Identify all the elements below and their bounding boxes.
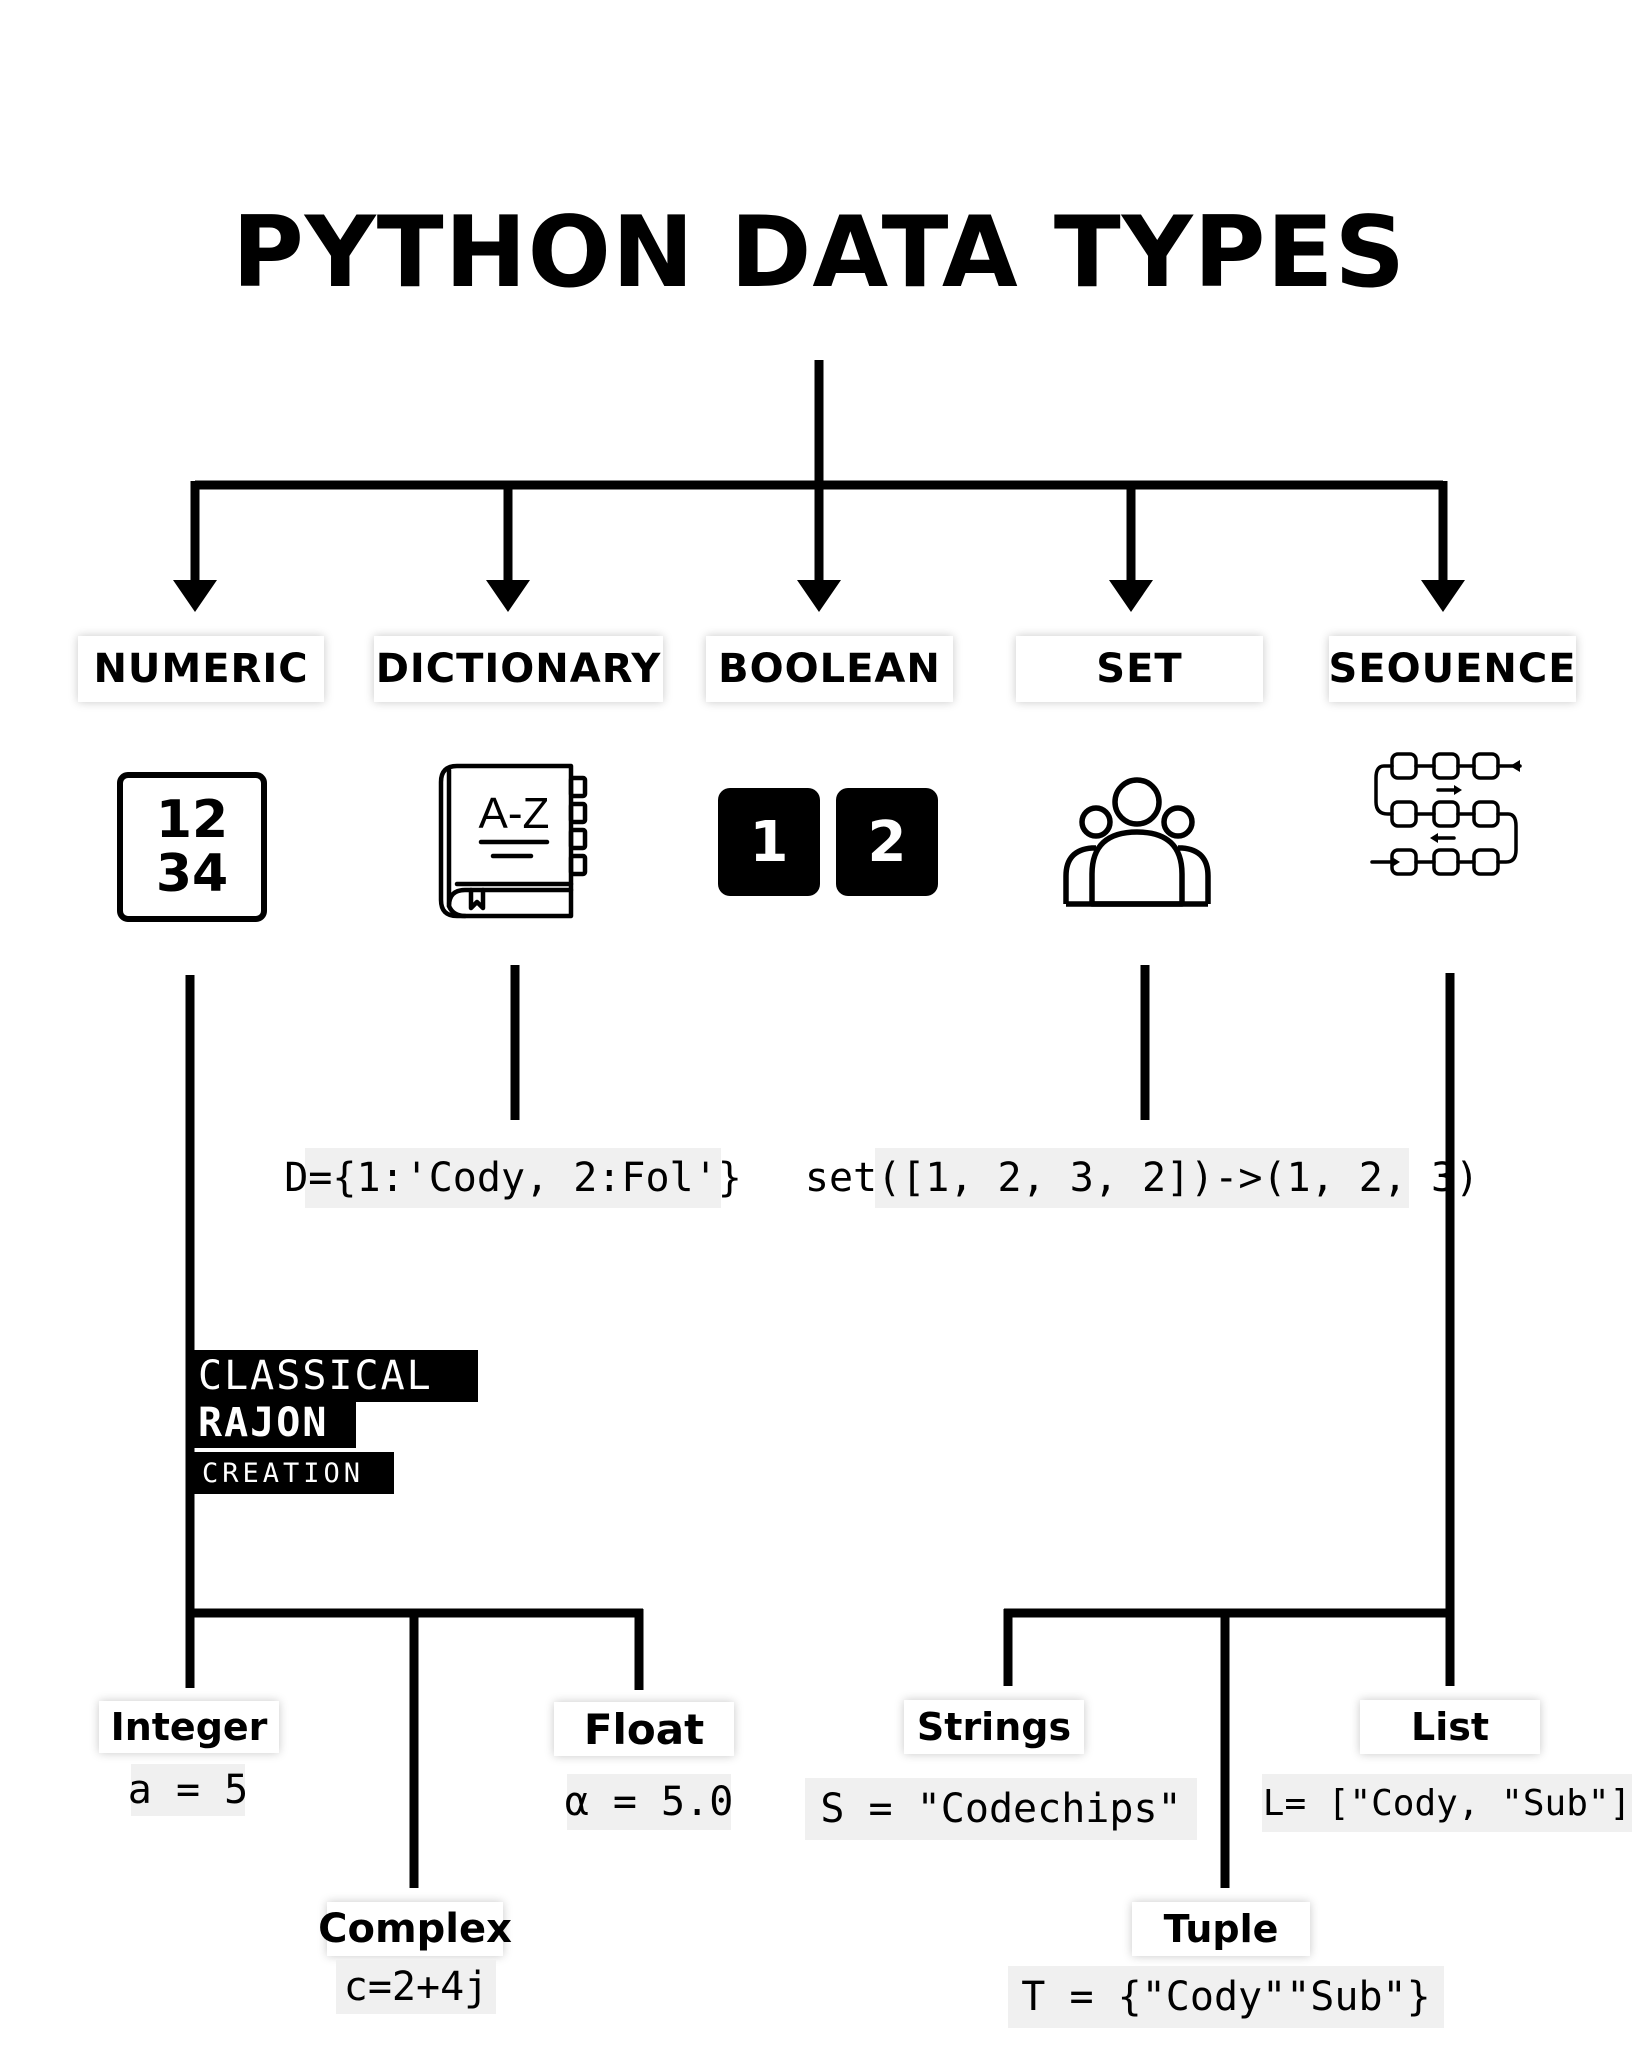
numeric-icon-digits-top: 12 (155, 790, 229, 850)
arrowhead-set (1109, 580, 1153, 612)
boolean-key-one-label: 1 (749, 809, 789, 875)
category-numeric: NUMERIC (78, 636, 324, 702)
tuple-example: T = {"Cody""Sub"} (1008, 1966, 1444, 2028)
dictionary-example: D={1:'Cody, 2:Fol'} (284, 1148, 742, 1208)
arrowhead-dictionary (486, 580, 530, 612)
numeric-icon-digits-bottom: 34 (155, 844, 229, 904)
dictionary-book-icon: A-Z (438, 763, 588, 919)
category-dictionary: DICTIONARY (374, 636, 663, 702)
strings-example: S = "Codechips" (805, 1778, 1197, 1840)
subtype-float: Float (554, 1702, 734, 1756)
category-boolean: BOOLEAN (706, 636, 953, 702)
category-sequence: SEOUENCE (1328, 636, 1576, 702)
boolean-key-two-icon: 2 (836, 788, 938, 896)
set-group-icon (1063, 777, 1211, 907)
subtype-complex: Complex (318, 1902, 512, 1956)
dictionary-icon-label: A-Z (479, 789, 550, 838)
category-set: SET (1016, 636, 1263, 702)
arrowhead-sequence (1421, 580, 1465, 612)
sequence-flow-icon (1370, 752, 1522, 876)
page-title: PYTHON DATA TYPES (231, 196, 1407, 310)
arrowhead-boolean (797, 580, 841, 612)
watermark-line-classical: CLASSICAL (192, 1350, 478, 1402)
boolean-key-two-label: 2 (867, 809, 907, 875)
subtype-strings: Strings (904, 1700, 1084, 1754)
subtype-integer: Integer (99, 1701, 279, 1753)
float-example: α = 5.0 (565, 1774, 733, 1830)
list-example: L= ["Cody, "Sub"] (1262, 1774, 1632, 1832)
arrowhead-numeric (173, 580, 217, 612)
set-example: set([1, 2, 3, 2])->(1, 2, 3) (805, 1148, 1479, 1208)
boolean-key-one-icon: 1 (718, 788, 820, 896)
complex-example: c=2+4j (336, 1960, 496, 2014)
watermark-line-rajon: RAJON (192, 1398, 356, 1448)
subtype-tuple: Tuple (1132, 1902, 1310, 1956)
numeric-grid-icon: 12 34 (117, 772, 267, 922)
integer-example: a = 5 (128, 1764, 248, 1816)
subtype-list: List (1360, 1700, 1540, 1754)
watermark-line-creation: CREATION (192, 1452, 394, 1494)
